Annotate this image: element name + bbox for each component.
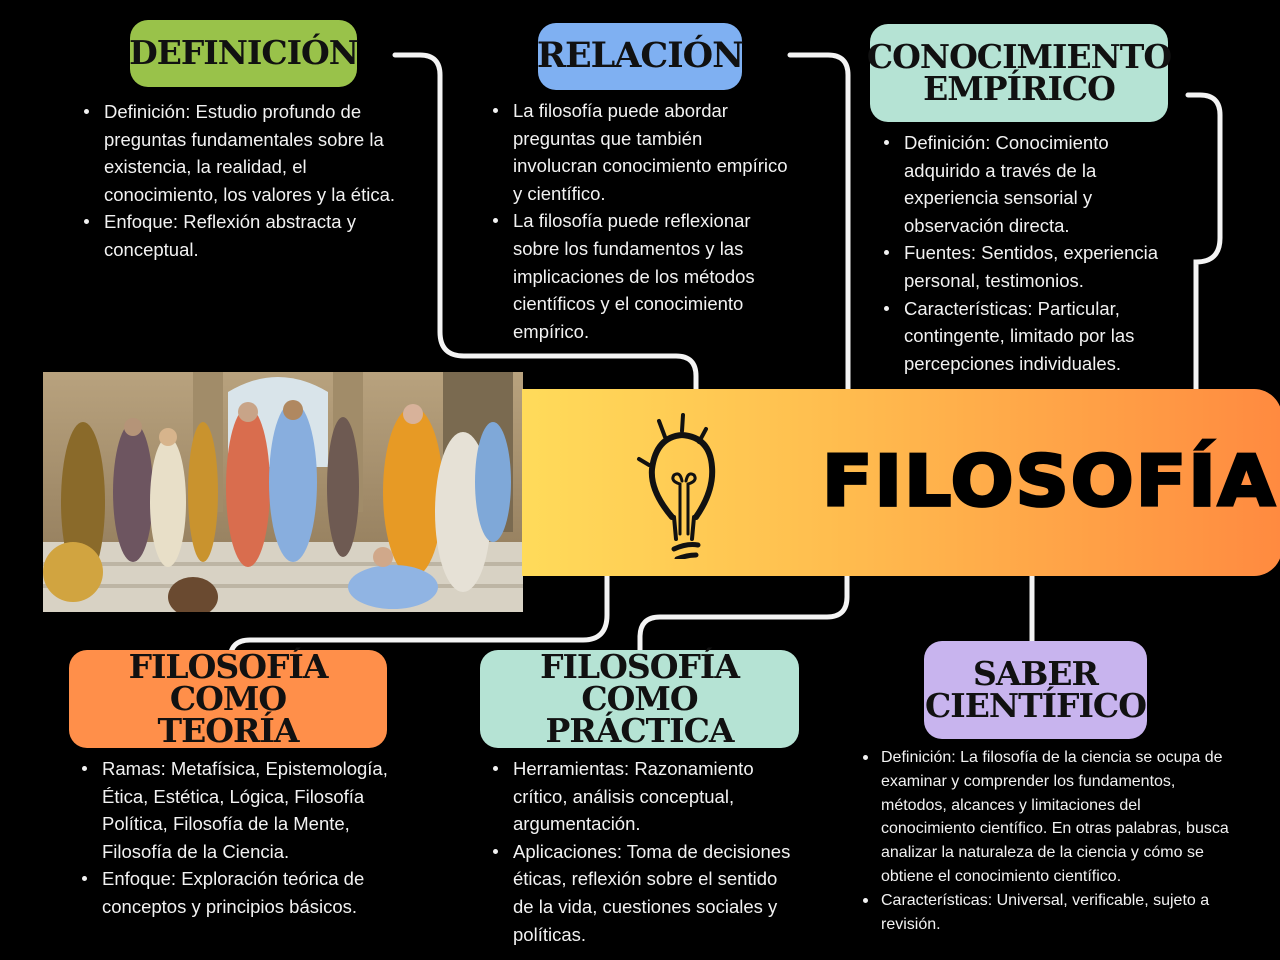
list-item: La filosofía puede reflexionar sobre los… — [489, 207, 789, 345]
list-item: Fuentes: Sentidos, experiencia personal,… — [880, 239, 1180, 294]
empirico-header: CONOCIMIENTO EMPÍRICO — [866, 24, 1172, 122]
list-item: Enfoque: Reflexión abstracta y conceptua… — [80, 208, 420, 263]
central-title: FILOSOFÍA — [820, 440, 1278, 525]
relacion-header: RELACIÓN — [536, 23, 744, 90]
teoria-list: Ramas: Metafísica, Epistemología, Ética,… — [78, 755, 398, 921]
practica-header: FILOSOFÍA COMO PRÁCTICA — [480, 650, 799, 748]
central-topic-banner: FILOSOFÍA — [522, 389, 1280, 576]
practica-header-line2: PRÁCTICA — [545, 711, 735, 751]
list-item: Definición: Estudio profundo de pregunta… — [80, 98, 420, 208]
definicion-list: Definición: Estudio profundo de pregunta… — [80, 98, 420, 264]
list-item: Ramas: Metafísica, Epistemología, Ética,… — [78, 755, 398, 865]
practica-list: Herramientas: Razonamiento crítico, anál… — [489, 755, 799, 948]
teoria-header-line2: TEORÍA — [157, 711, 300, 751]
cientifico-header-line1: SABER — [973, 653, 1099, 693]
cientifico-list: Definición: La filosofía de la ciencia s… — [861, 746, 1231, 936]
list-item: Enfoque: Exploración teórica de concepto… — [78, 865, 398, 920]
lightbulb-icon — [637, 413, 716, 559]
teoria-header: FILOSOFÍA COMO TEORÍA — [69, 650, 387, 748]
empirico-header-line2: EMPÍRICO — [923, 69, 1116, 108]
list-item: Características: Universal, verificable,… — [861, 889, 1231, 937]
relacion-list: La filosofía puede abordar preguntas que… — [489, 97, 789, 345]
relacion-header-text: RELACIÓN — [536, 35, 744, 77]
list-item: La filosofía puede abordar preguntas que… — [489, 97, 789, 207]
empirico-list: Definición: Conocimiento adquirido a tra… — [880, 129, 1180, 377]
list-item: Definición: La filosofía de la ciencia s… — [861, 746, 1231, 889]
practica-header-line1: FILOSOFÍA COMO — [540, 646, 740, 718]
list-item: Características: Particular, contingente… — [880, 295, 1180, 378]
definicion-header: DEFINICIÓN — [129, 20, 359, 87]
list-item: Aplicaciones: Toma de decisiones éticas,… — [489, 838, 799, 948]
list-item: Herramientas: Razonamiento crítico, anál… — [489, 755, 799, 838]
cientifico-header: SABER CIENTÍFICO — [924, 641, 1147, 739]
cientifico-header-line2: CIENTÍFICO — [925, 686, 1147, 725]
empirico-header-line1: CONOCIMIENTO — [866, 36, 1172, 76]
school-of-athens-painting — [43, 372, 523, 612]
list-item: Definición: Conocimiento adquirido a tra… — [880, 129, 1180, 239]
teoria-header-line1: FILOSOFÍA COMO — [128, 646, 329, 718]
definicion-header-text: DEFINICIÓN — [129, 33, 359, 73]
